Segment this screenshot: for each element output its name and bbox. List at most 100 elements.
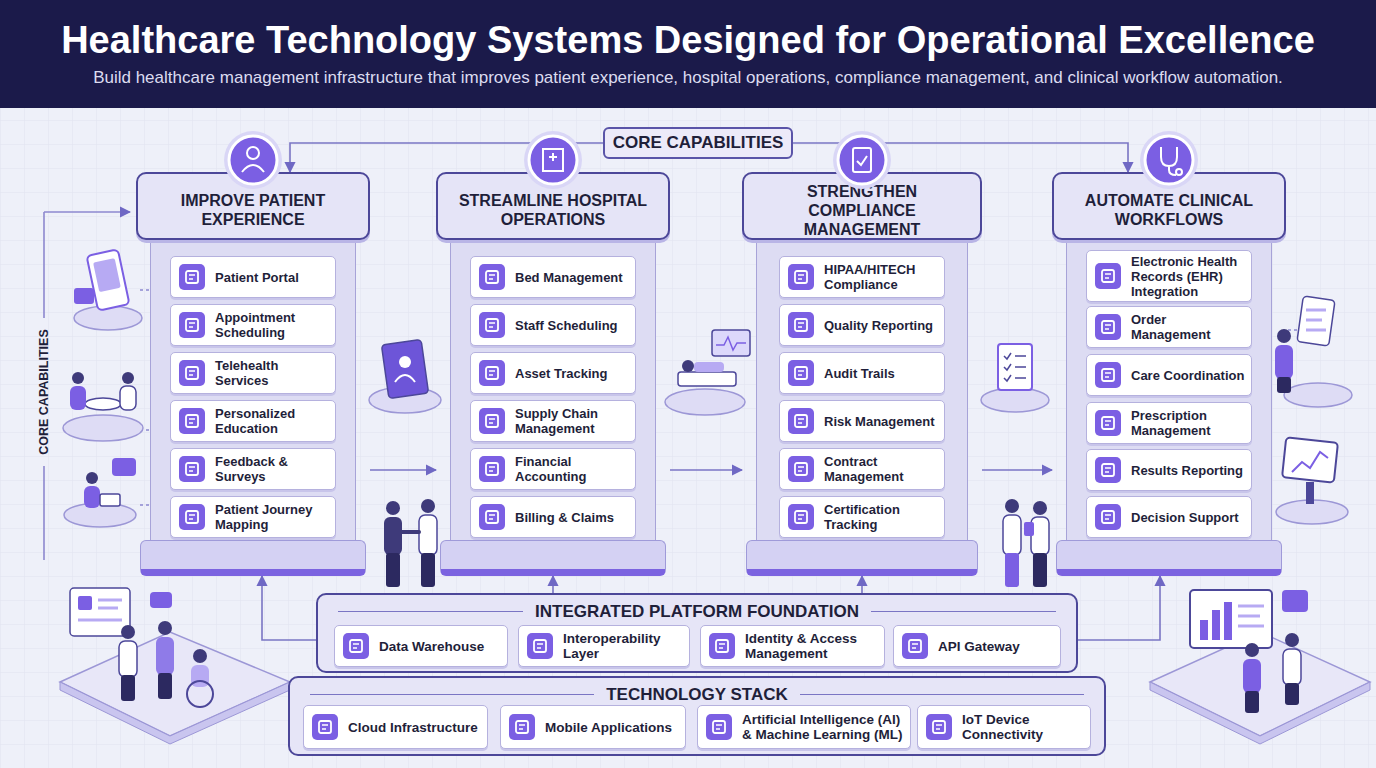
pillar-icon (529, 136, 577, 184)
icon-glyph (479, 504, 505, 530)
feature-box: Care Coordination (1086, 354, 1252, 396)
icon-glyph (479, 408, 505, 434)
feature-label: Contract Management (824, 454, 940, 484)
chart-bar (1224, 602, 1232, 640)
icon-glyph (189, 419, 195, 423)
icon-glyph (795, 271, 807, 283)
feature-label: Billing & Claims (515, 510, 614, 525)
feature-box: Patient Journey Mapping (170, 496, 336, 538)
feature-label: Data Warehouse (379, 639, 484, 654)
screen-lines (78, 600, 122, 620)
feature-icon (788, 360, 814, 386)
feature-box: Audit Trails (779, 352, 945, 394)
feature-label: Certification Tracking (824, 502, 940, 532)
feature-box: Mobile Applications (500, 705, 686, 749)
chat-bubble (112, 458, 136, 476)
feature-box: Interoperability Layer (518, 625, 690, 667)
feature-label: Bed Management (515, 270, 623, 285)
feature-box: Patient Portal (170, 256, 336, 298)
tablet-device (1297, 296, 1335, 346)
feature-label: Risk Management (824, 414, 935, 429)
person-head (122, 372, 134, 384)
code-bubble (1282, 590, 1308, 612)
icon-glyph (489, 515, 495, 519)
feature-box: Data Warehouse (334, 625, 508, 667)
feature-box: Decision Support (1086, 496, 1252, 538)
icon-glyph (486, 511, 498, 523)
icon-glyph (788, 504, 814, 530)
icon-halo (1140, 131, 1198, 189)
icon-glyph (186, 271, 198, 283)
feature-label: Decision Support (1131, 510, 1239, 525)
title-bar (0, 0, 1376, 108)
feature-box: Certification Tracking (779, 496, 945, 538)
pillar-header: STRENGTHEN COMPLIANCE MANAGEMENT (742, 172, 982, 240)
feature-icon (312, 714, 338, 740)
person-legs (1005, 553, 1019, 587)
icon-glyph (1102, 464, 1114, 476)
icon-halo (833, 131, 891, 189)
screen-glyph (78, 596, 92, 610)
feature-icon (1095, 362, 1121, 388)
feature-label: Interoperability Layer (563, 631, 685, 661)
feature-icon (179, 264, 205, 290)
pillar-title: IMPROVE PATIENT EXPERIENCE (146, 191, 360, 229)
feature-label: Appointment Scheduling (215, 310, 331, 340)
pillar-title: STRENGTHEN COMPLIANCE MANAGEMENT (752, 182, 972, 239)
feature-icon (709, 633, 735, 659)
icon-glyph (706, 714, 732, 740)
hospital-glyph (543, 149, 563, 171)
icon-glyph (527, 633, 553, 659)
phone-screen (93, 258, 121, 292)
icon-glyph (798, 275, 804, 279)
feature-icon (527, 633, 553, 659)
feature-box: HIPAA/HITECH Compliance (779, 256, 945, 298)
icon-glyph (479, 360, 505, 386)
icon-glyph (936, 725, 942, 729)
icon-glyph (322, 725, 328, 729)
feature-box: Contract Management (779, 448, 945, 490)
icon-glyph (1102, 369, 1114, 381)
feature-icon (1095, 504, 1121, 530)
header-text: CORE CAPABILITIES (613, 133, 784, 153)
feature-label: Order Management (1131, 312, 1247, 342)
icon-glyph (534, 640, 546, 652)
pillar-icon (229, 136, 277, 184)
monitor-trace (716, 337, 746, 350)
connector-layer (262, 143, 1160, 640)
icon-glyph (179, 360, 205, 386)
table (85, 398, 121, 410)
handshake (402, 530, 419, 534)
feature-box: Asset Tracking (470, 352, 636, 394)
pillar-title: STREAMLINE HOSPITAL OPERATIONS (446, 191, 660, 229)
feature-box: Personalized Education (170, 400, 336, 442)
pillar-base (1056, 540, 1282, 576)
platform (665, 389, 745, 415)
connector-arrow (793, 143, 1128, 172)
icon-glyph (798, 419, 804, 423)
person-head (158, 621, 172, 635)
person-body (120, 386, 136, 410)
icon-glyph (788, 360, 814, 386)
icon-halo (524, 131, 582, 189)
icon-glyph (795, 463, 807, 475)
feature-icon (179, 408, 205, 434)
icon-glyph (516, 721, 528, 733)
monitor-stand (1306, 482, 1314, 504)
person-head (1005, 499, 1019, 513)
pillar-base (440, 540, 666, 576)
person-head (72, 372, 84, 384)
feature-label: Patient Portal (215, 270, 299, 285)
icon-glyph (179, 456, 205, 482)
icon-glyph (788, 408, 814, 434)
connector-arrow (370, 469, 436, 471)
feature-box: Staff Scheduling (470, 304, 636, 346)
capability-pillar: IMPROVE PATIENT EXPERIENCE Patient Portal… (136, 172, 370, 576)
feature-box: Quality Reporting (779, 304, 945, 346)
icon-glyph (1102, 511, 1114, 523)
tablet-glyph (395, 375, 415, 382)
clipboard (998, 344, 1032, 390)
patient-body (694, 362, 724, 372)
feature-label: Patient Journey Mapping (215, 502, 331, 532)
